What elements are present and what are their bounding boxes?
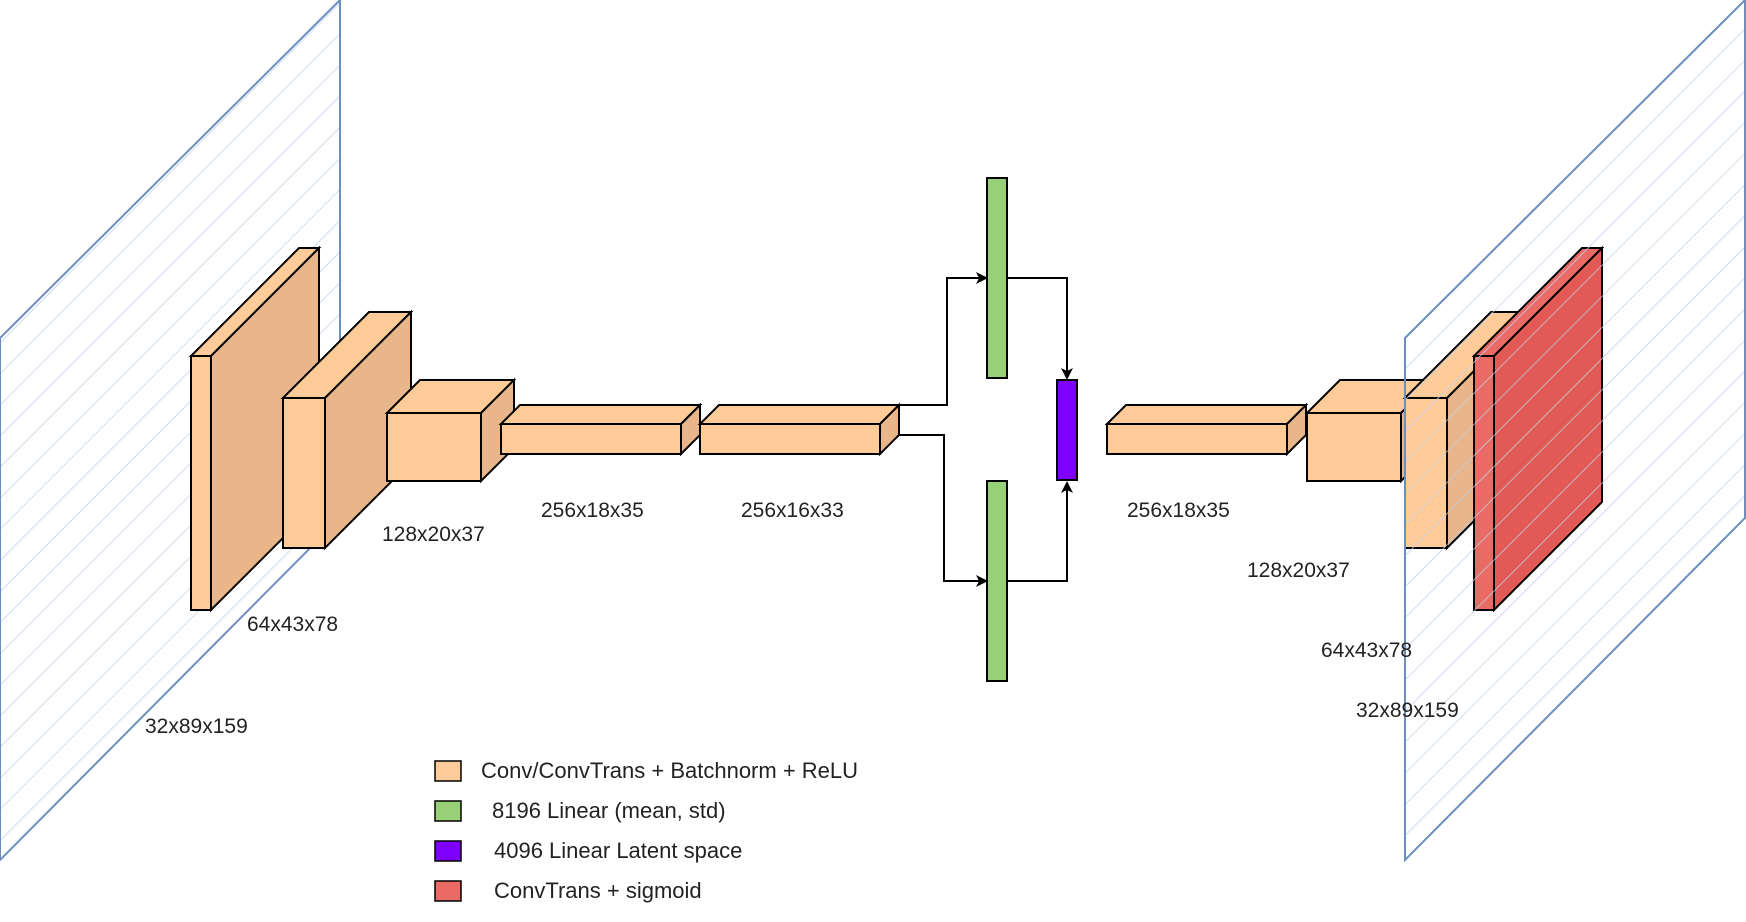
decoder-block-1: [1104, 402, 1309, 457]
label-encoder-2: 128x20x37: [382, 523, 485, 546]
linear-std-bar: [986, 480, 1008, 682]
label-decoder-2: 128x20x37: [1247, 559, 1350, 582]
legend-label-linear: 8196 Linear (mean, std): [492, 798, 726, 823]
linear-mean-bar: [986, 177, 1008, 379]
legend-swatch-latent: [434, 840, 462, 862]
output-plane: [1404, 0, 1746, 863]
arrow-std-to-latent: [1007, 481, 1073, 582]
arrow-to-mean: [899, 272, 988, 406]
legend-label-latent: 4096 Linear Latent space: [494, 838, 742, 863]
legend: Conv/ConvTrans + Batchnorm + ReLU 8196 L…: [434, 758, 858, 903]
encoder-block-2: [280, 309, 414, 551]
legend-item-linear: 8196 Linear (mean, std): [434, 798, 726, 823]
legend-item-latent: 4096 Linear Latent space: [434, 838, 742, 863]
legend-item-conv: Conv/ConvTrans + Batchnorm + ReLU: [434, 758, 858, 783]
legend-label-conv: Conv/ConvTrans + Batchnorm + ReLU: [481, 758, 858, 783]
legend-label-output: ConvTrans + sigmoid: [494, 878, 702, 903]
label-decoder-1: 256x18x35: [1127, 499, 1230, 522]
label-decoder-output: 32x89x159: [1356, 699, 1459, 722]
legend-swatch-output: [434, 880, 462, 902]
latent-bar: [1056, 379, 1078, 481]
connectors: [899, 272, 1073, 587]
arrow-to-std: [899, 434, 988, 587]
encoder-block-3: [384, 377, 517, 484]
legend-item-output: ConvTrans + sigmoid: [434, 878, 702, 903]
dimension-labels: 32x89x159 64x43x78 128x20x37 256x18x35 2…: [145, 499, 1459, 738]
label-encoder-input: 32x89x159: [145, 715, 248, 738]
label-encoder-3: 256x18x35: [541, 499, 644, 522]
encoder-block-4: [498, 402, 703, 457]
label-encoder-4: 256x16x33: [741, 499, 844, 522]
label-encoder-1: 64x43x78: [247, 613, 338, 636]
legend-swatch-conv: [434, 760, 462, 782]
arrow-mean-to-latent: [1007, 277, 1073, 380]
label-decoder-3: 64x43x78: [1321, 639, 1412, 662]
legend-swatch-linear: [434, 800, 462, 822]
encoder-block-5: [697, 402, 902, 457]
